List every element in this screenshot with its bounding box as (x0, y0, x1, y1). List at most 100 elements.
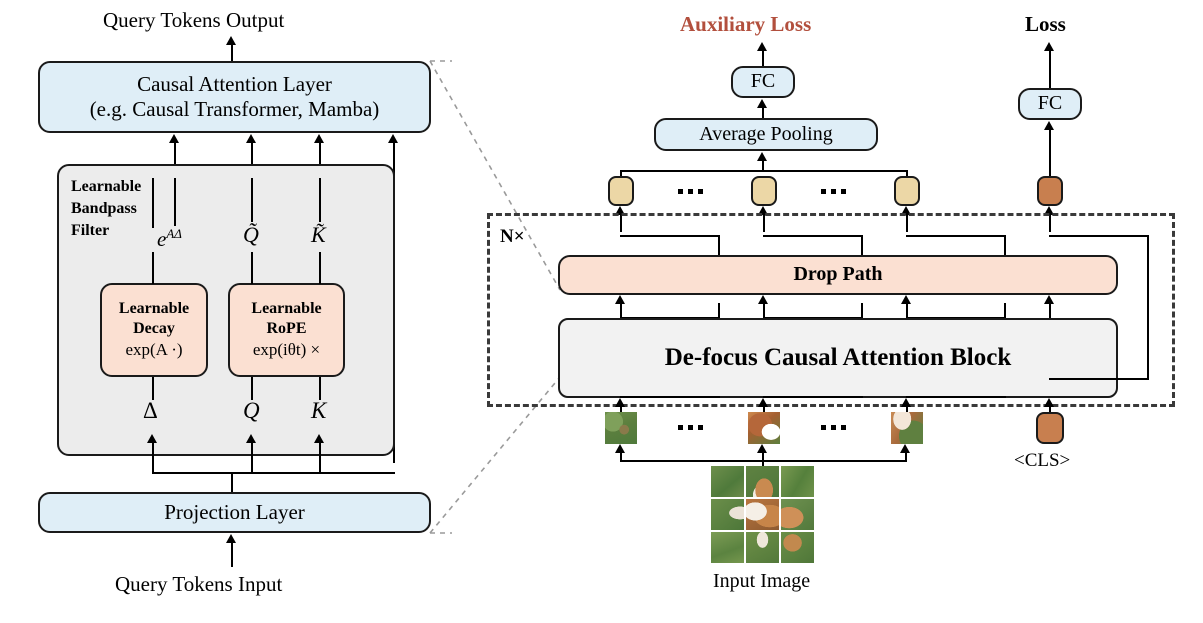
signal-label-eAdelta: eAΔ (157, 226, 182, 252)
arrow-clstoken-to-fc-shaft (1049, 129, 1051, 176)
learnable-rope-title-line1: Learnable (251, 300, 322, 318)
arrow-defocus-to-droppath-3-shaft (906, 303, 908, 319)
arrow-bus-to-pool-shaft (762, 160, 764, 172)
wire-ktilde-up (319, 178, 321, 222)
learnable-decay-formula: exp(A ·) (125, 339, 183, 359)
output-token-cls[interactable] (1037, 176, 1063, 206)
skip-top-1 (620, 235, 720, 237)
signal-label-k: K (311, 398, 327, 423)
query-tokens-input-label: Query Tokens Input (115, 572, 283, 596)
arrow-pool-to-fcaux-head (757, 99, 767, 108)
projection-layer-box[interactable]: Projection Layer (38, 492, 431, 533)
arrow-pool-to-fcaux-shaft (762, 107, 764, 119)
arrow-image-to-patch3-shaft (905, 452, 907, 460)
skip-mid-3-rise (1004, 303, 1006, 319)
arrow-patch1-to-defocus-head (615, 398, 625, 407)
loss-label: Loss (1025, 12, 1066, 36)
skip-bottom-cls (1049, 378, 1149, 380)
causal-attention-layer-line1: Causal Attention Layer (137, 72, 332, 97)
input-token-cls[interactable] (1036, 412, 1064, 444)
skip-top-2 (763, 235, 863, 237)
arrow-proj-to-k-shaft (319, 442, 321, 474)
input-patch-2 (748, 412, 780, 444)
skip-top-1-drop (718, 235, 720, 255)
average-pooling-box[interactable]: Average Pooling (654, 118, 878, 151)
signal-label-ktilde: K̃ (311, 222, 326, 247)
image-cell-3-2 (746, 532, 779, 563)
signal-eAdelta-base: e (157, 227, 167, 251)
input-image-label: Input Image (713, 570, 811, 592)
arrow-block-to-token3-head (901, 206, 911, 215)
image-cell-1-2 (746, 466, 779, 497)
output-token-3[interactable] (894, 176, 920, 206)
arrow-fcaux-to-auxloss-head (757, 42, 767, 51)
arrow-image-to-patch1-shaft (620, 452, 622, 460)
arrow-block-to-token3-shaft (906, 214, 908, 232)
token-bus-drop-right (906, 170, 908, 178)
learnable-decay-box[interactable]: Learnable Decay exp(A ·) (100, 283, 208, 377)
arrow-eAd-to-cal-head (169, 134, 179, 143)
skip-top-3 (906, 235, 1006, 237)
arrow-fcaux-to-auxloss-shaft (762, 50, 764, 67)
input-image-grid (711, 466, 814, 563)
arrow-proj-to-delta-shaft (152, 442, 154, 474)
skip-top-cls-drop (1147, 235, 1149, 380)
arrow-residual-to-cal-head (388, 134, 398, 143)
drop-path-label: Drop Path (793, 263, 883, 286)
arrow-block-to-token1-head (615, 206, 625, 215)
fc-cls-box[interactable]: FC (1018, 88, 1082, 120)
arrow-block-to-token1-shaft (620, 214, 622, 232)
arrow-clstoken-to-fc-head (1044, 121, 1054, 130)
drop-path-box[interactable]: Drop Path (558, 255, 1118, 295)
arrow-block-to-tokencls-head (1044, 206, 1054, 215)
output-token-ellipsis-1 (678, 189, 703, 194)
defocus-causal-attention-block[interactable]: De-focus Causal Attention Block (558, 318, 1118, 398)
signal-eAdelta-exponent: AΔ (166, 226, 182, 241)
arrow-fccls-to-loss-head (1044, 42, 1054, 51)
skip-mid-1-rise (718, 303, 720, 319)
image-cell-2-3 (781, 499, 814, 530)
wire-qtilde-up (251, 178, 253, 222)
learnable-decay-title-line2: Decay (133, 319, 175, 337)
arrow-ktilde-to-cal-head (314, 134, 324, 143)
skip-top-3-drop (1004, 235, 1006, 255)
bandpass-filter-label-line3: Filter (71, 222, 110, 239)
output-token-2[interactable] (751, 176, 777, 206)
arrow-block-to-token2-shaft (763, 214, 765, 232)
auxiliary-loss-label: Auxiliary Loss (680, 12, 812, 36)
query-tokens-output-label: Query Tokens Output (103, 8, 285, 32)
arrow-defocus-to-droppath-cls-shaft (1049, 303, 1051, 319)
arrow-qtilde-to-cal-head (246, 134, 256, 143)
wire-decay-to-eAdelta (152, 252, 154, 284)
skip-top-2-drop (861, 235, 863, 255)
image-cell-1-3 (781, 466, 814, 497)
image-cell-3-1 (711, 532, 744, 563)
wire-rope-down-q (251, 377, 253, 400)
wire-eAdelta-join (152, 178, 154, 228)
wire-rope-down-k (319, 377, 321, 400)
learnable-rope-formula: exp(iθt) × (252, 339, 321, 359)
output-token-1[interactable] (608, 176, 634, 206)
arrow-defocus-to-droppath-2-head (758, 295, 768, 304)
skip-bottom-1 (620, 396, 720, 398)
projection-bus-horizontal (152, 472, 395, 474)
image-cell-2-2 (746, 499, 779, 530)
token-bus-drop-left (620, 170, 622, 178)
arrow-patch3-to-defocus-head (901, 398, 911, 407)
arrow-image-to-patch1-head (615, 444, 625, 453)
image-cell-1-1 (711, 466, 744, 497)
fc-auxiliary-label: FC (750, 70, 776, 93)
arrow-cal-to-output-shaft (231, 44, 233, 62)
arrow-proj-to-q-shaft (251, 442, 253, 474)
wire-rope-to-qtilde (251, 252, 253, 284)
signal-label-delta: Δ (143, 398, 158, 423)
arrow-patch2-to-defocus-head (758, 398, 768, 407)
causal-attention-layer-box[interactable]: Causal Attention Layer (e.g. Causal Tran… (38, 61, 431, 133)
causal-attention-layer-line2: (e.g. Causal Transformer, Mamba) (89, 97, 380, 121)
fc-auxiliary-box[interactable]: FC (731, 66, 795, 98)
fc-cls-label: FC (1037, 92, 1063, 115)
input-patch-1 (605, 412, 637, 444)
arrow-cls-to-defocus-head (1044, 398, 1054, 407)
learnable-rope-box[interactable]: Learnable RoPE exp(iθt) × (228, 283, 345, 377)
